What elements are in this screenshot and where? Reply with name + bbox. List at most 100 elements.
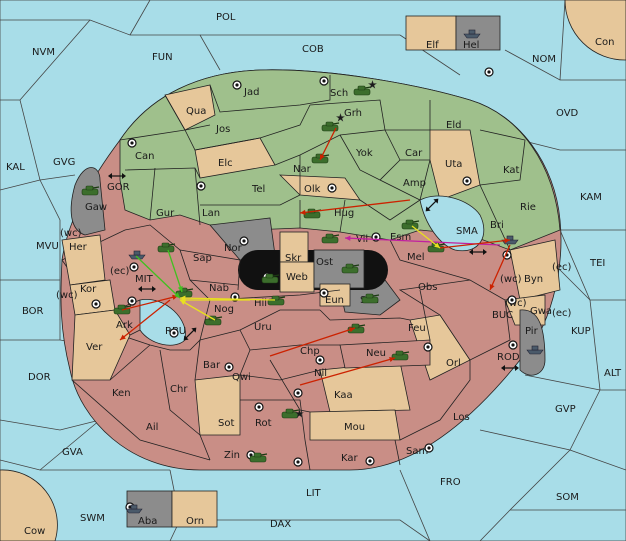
province-ver[interactable] <box>71 309 131 381</box>
label-ost: Ost <box>316 257 333 268</box>
province-web[interactable] <box>279 261 315 293</box>
land-labels: Jad Sch Qua Jos Grh Eld Can Nar Yok Car … <box>69 40 552 527</box>
province-her[interactable] <box>61 234 106 286</box>
supply-center-icon <box>319 76 329 86</box>
order-arrow <box>299 199 411 215</box>
star-icon: ★ <box>295 409 304 420</box>
label-coast-kor-ec: (ec) <box>110 266 130 277</box>
supply-center-icon <box>169 328 179 338</box>
label-qwi: Qwi <box>232 372 251 383</box>
fleet-ship-icon[interactable] <box>125 504 143 514</box>
province-elf[interactable] <box>405 15 457 51</box>
label-ovd: OVD <box>556 108 579 119</box>
army-tank-icon[interactable] <box>321 121 340 132</box>
double-arrow-icon <box>501 365 519 371</box>
province-neu[interactable] <box>339 339 431 369</box>
order-arrow <box>439 238 511 249</box>
label-cow: Cow <box>24 526 45 537</box>
province-orn[interactable] <box>171 490 218 528</box>
label-elf: Elf <box>426 40 439 51</box>
order-arrow <box>119 299 171 341</box>
supply-center-icon <box>319 288 329 298</box>
army-tank-icon[interactable] <box>261 273 280 284</box>
supply-center-icon <box>129 262 139 272</box>
label-tel: Tel <box>251 184 265 195</box>
label-nor: Nor <box>224 243 243 254</box>
label-gor: GOR <box>107 182 130 193</box>
double-arrow-icon <box>108 173 126 179</box>
army-tank-icon[interactable] <box>361 293 380 304</box>
label-dor: DOR <box>28 372 51 383</box>
label-gvg: GVG <box>53 157 75 168</box>
army-tank-icon[interactable] <box>321 233 340 244</box>
label-uta: Uta <box>445 159 462 170</box>
supply-center-icon <box>293 388 303 398</box>
army-tank-icon[interactable] <box>157 242 176 253</box>
label-fun: FUN <box>152 52 173 63</box>
label-sot: Sot <box>218 418 234 429</box>
label-hug: Hug <box>334 208 354 219</box>
label-buc: BUC <box>492 310 513 321</box>
label-kor: Kor <box>80 284 97 295</box>
label-can: Can <box>135 151 154 162</box>
label-gur: Gur <box>156 208 175 219</box>
province-byn[interactable] <box>509 239 561 301</box>
label-jos: Jos <box>215 124 230 135</box>
army-tank-icon[interactable] <box>391 350 410 361</box>
fleet-ship-icon[interactable] <box>526 345 544 355</box>
supply-center-icon <box>508 340 518 350</box>
label-ken: Ken <box>112 388 131 399</box>
label-cob: COB <box>302 44 324 55</box>
province-kaa[interactable] <box>319 361 411 413</box>
label-pir: Pir <box>525 326 539 337</box>
supply-center-icon <box>423 342 433 352</box>
label-web: Web <box>286 272 308 283</box>
army-tank-icon[interactable] <box>353 85 372 96</box>
supply-center-icon <box>327 183 337 193</box>
orders <box>119 127 511 386</box>
army-tank-icon[interactable] <box>81 185 100 196</box>
label-sma: SMA <box>456 226 478 237</box>
label-obs: Obs <box>418 282 437 293</box>
supply-center-icon <box>462 176 472 186</box>
order-arrow <box>489 244 511 291</box>
label-bor: BOR <box>22 306 44 317</box>
label-rod: ROD <box>497 352 520 363</box>
army-tank-icon[interactable] <box>249 452 268 463</box>
label-nog: Nog <box>214 304 234 315</box>
province-pir[interactable] <box>519 309 546 376</box>
label-nil: Nil <box>314 368 327 379</box>
army-tank-icon[interactable] <box>113 304 132 315</box>
supply-center-icon <box>239 236 249 246</box>
double-arrow-icon <box>469 249 487 255</box>
label-uru: Uru <box>254 322 272 333</box>
order-arrow <box>411 225 441 249</box>
label-rie: Rie <box>520 202 536 213</box>
label-gvp: GVP <box>555 404 576 415</box>
army-tank-icon[interactable] <box>341 263 360 274</box>
label-chp: Chp <box>300 346 320 357</box>
label-los: Los <box>453 412 470 423</box>
order-arrow <box>299 356 396 386</box>
label-byn: Byn <box>524 274 543 285</box>
label-amp: Amp <box>403 178 426 189</box>
province-hel[interactable] <box>455 15 501 51</box>
supply-center-icon <box>224 362 234 372</box>
label-olk: Olk <box>304 184 321 195</box>
label-dax: DAX <box>270 519 291 530</box>
province-gaw[interactable] <box>70 167 106 236</box>
army-tank-icon[interactable] <box>281 408 300 419</box>
label-kat: Kat <box>503 165 520 176</box>
province-sot[interactable] <box>194 374 241 436</box>
label-mit: MIT <box>135 274 154 285</box>
label-bri: Bri <box>490 220 504 231</box>
label-eld: Eld <box>446 120 461 131</box>
label-som: SOM <box>556 492 579 503</box>
label-mvu: MVU <box>36 241 59 252</box>
fleet-ship-icon[interactable] <box>463 29 481 39</box>
label-swm: SWM <box>80 513 105 524</box>
label-grh: Grh <box>344 108 362 119</box>
label-lit: LIT <box>306 488 322 499</box>
star-icon: ★ <box>336 113 345 124</box>
label-alt: ALT <box>604 368 622 379</box>
